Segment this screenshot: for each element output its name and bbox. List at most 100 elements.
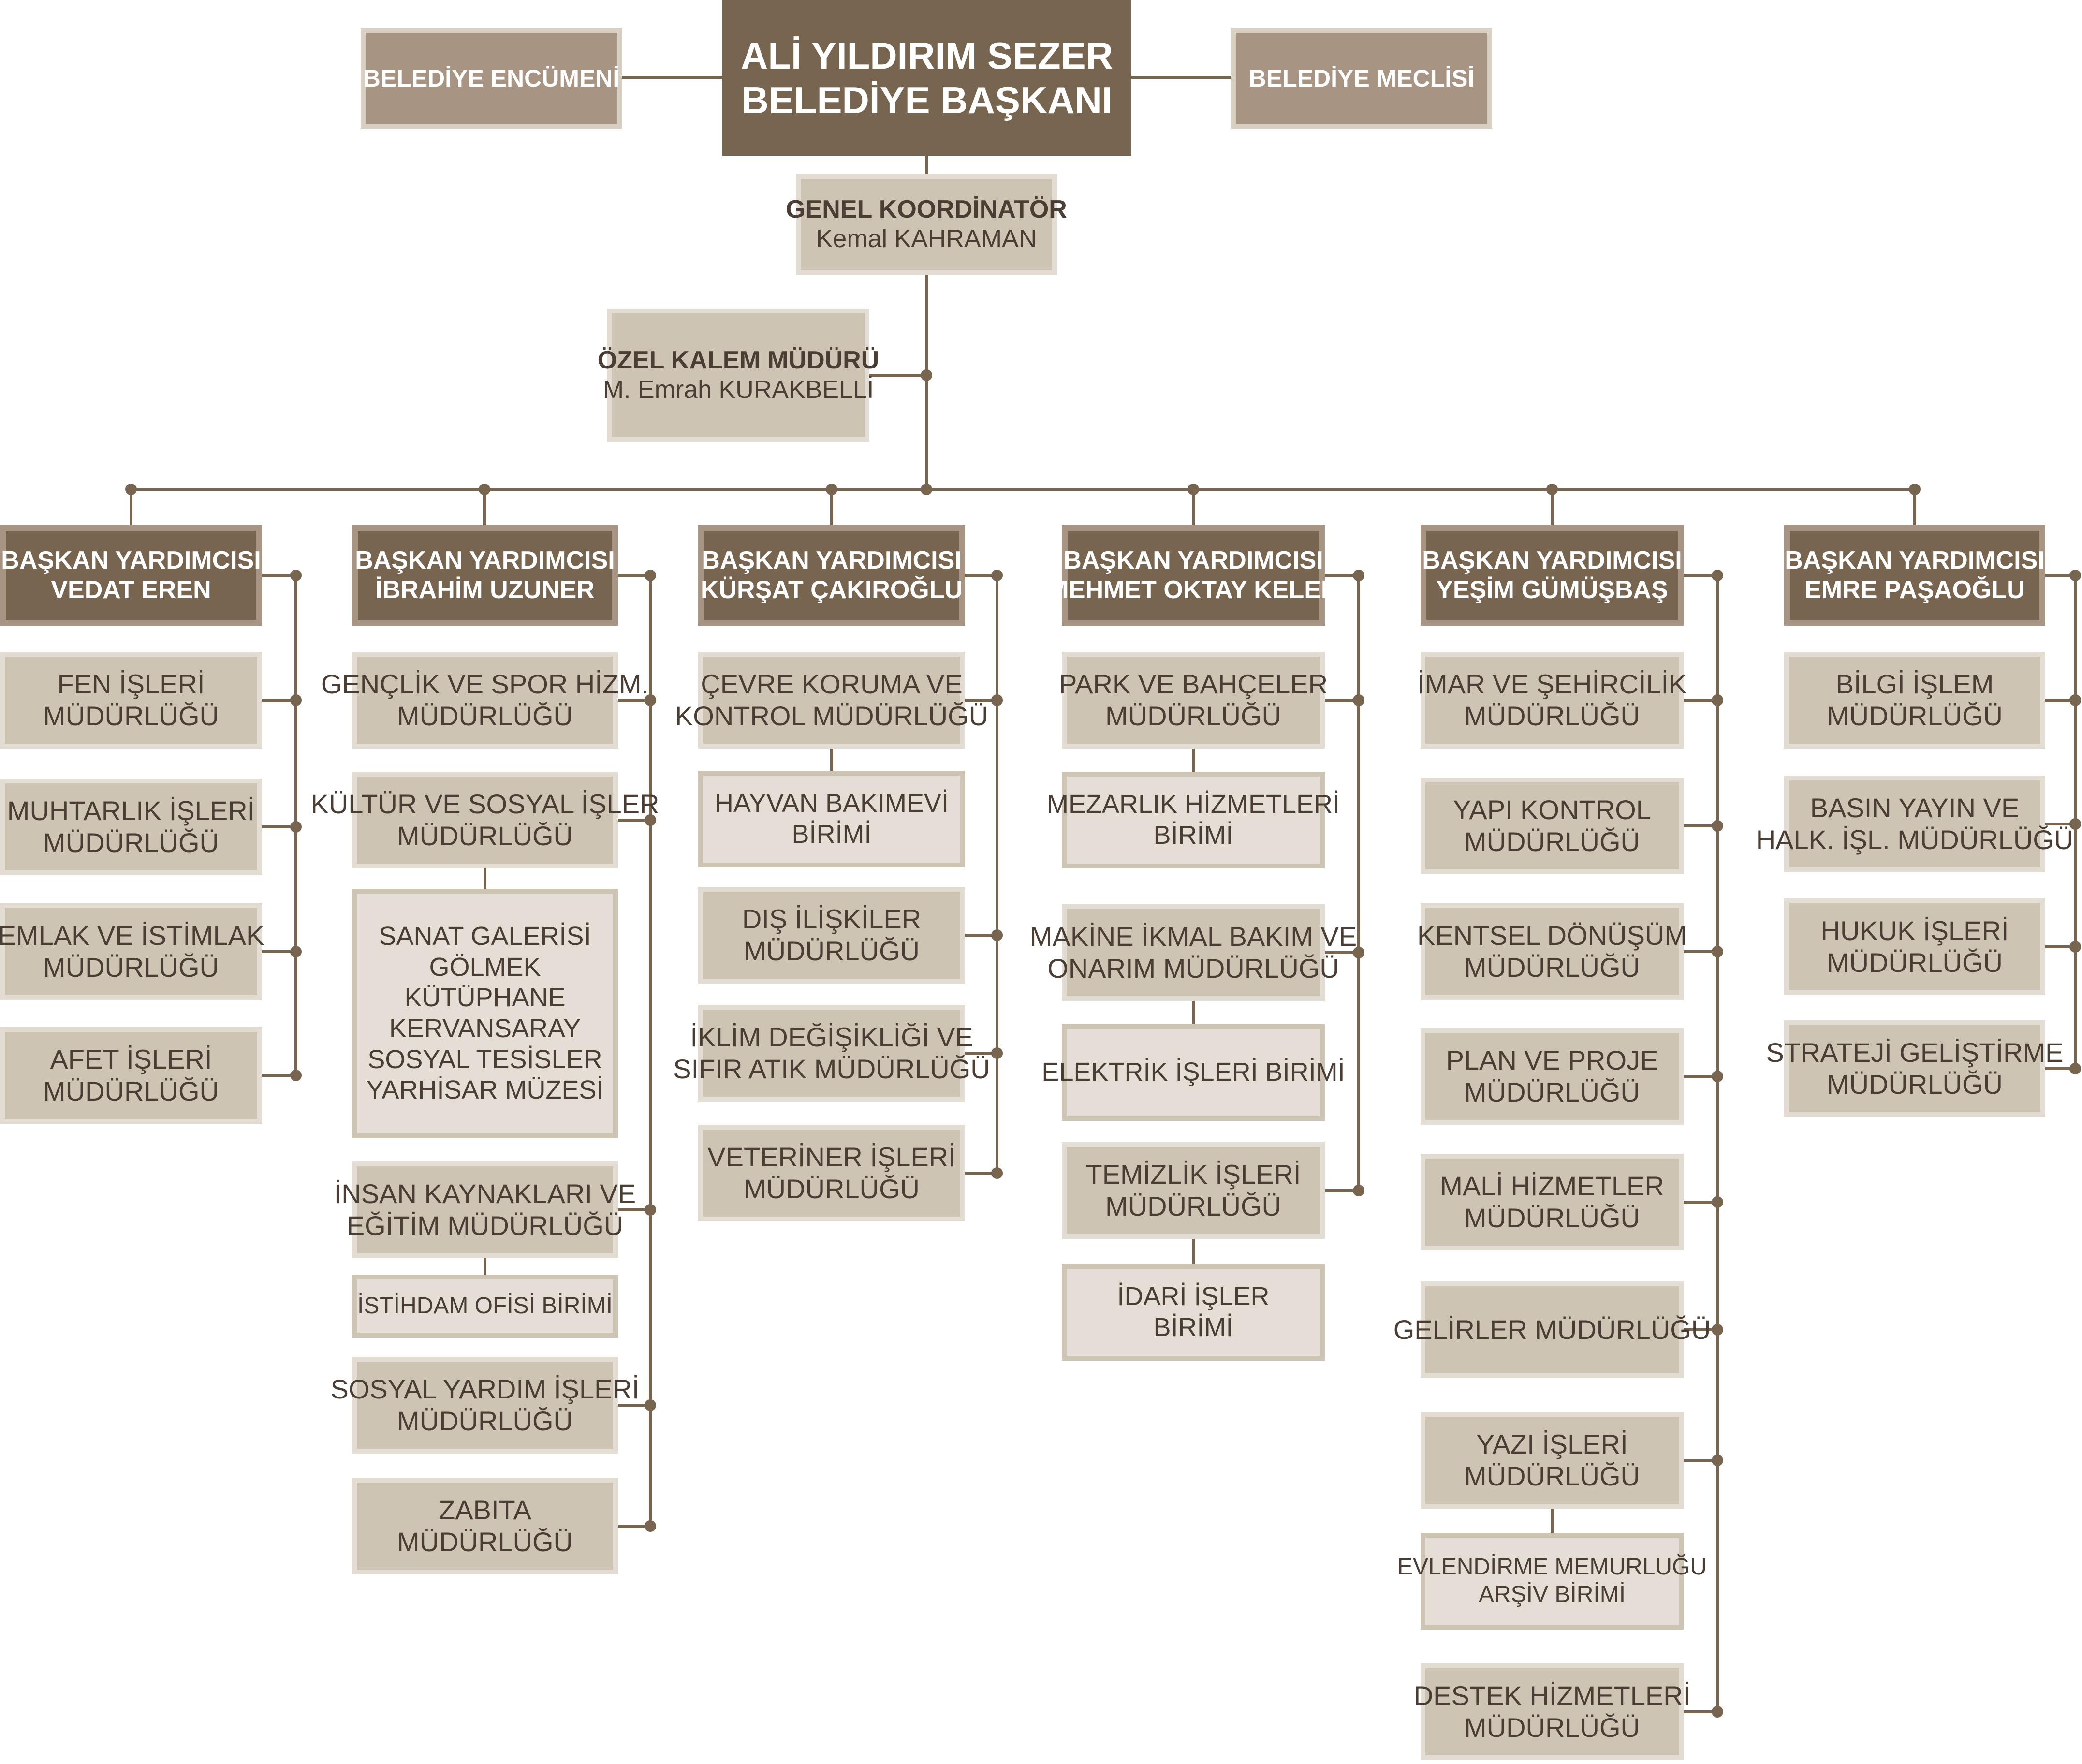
unit-label-line: DIŞ İLİŞKİLER <box>742 903 922 934</box>
deputy-mayor-name: VEDAT EREN <box>51 576 211 604</box>
deputy-mayor-title: BAŞKAN YARDIMCISI <box>1422 546 1682 574</box>
unit-label-line: DESTEK HİZMETLERİ <box>1413 1680 1691 1711</box>
general-coordinator-box: GENEL KOORDİNATÖR Kemal KAHRAMAN <box>786 174 1067 275</box>
unit-label-line: ELEKTRİK İŞLERİ BİRİMİ <box>1041 1058 1345 1087</box>
unit-label-line: MÜDÜRLÜĞÜ <box>43 827 219 858</box>
unit-box: İSTİHDAM OFİSİ BİRİMİ <box>352 1275 618 1338</box>
connector-dot <box>826 484 837 495</box>
unit-label-line: MÜDÜRLÜĞÜ <box>1827 701 2003 731</box>
deputy-mayor-name: KÜRŞAT ÇAKIROĞLU <box>700 576 963 604</box>
unit-label-line: KÜTÜPHANE <box>404 983 566 1013</box>
council-committee-box: BELEDİYE ENCÜMENİ <box>361 28 622 129</box>
unit-box: ELEKTRİK İŞLERİ BİRİMİ <box>1041 1024 1345 1121</box>
private-office-title: ÖZEL KALEM MÜDÜRÜ <box>597 346 880 374</box>
unit-label-line: GELİRLER MÜDÜRLÜĞÜ <box>1393 1314 1711 1345</box>
unit-label-line: AFET İŞLERİ <box>50 1044 212 1074</box>
unit-label-line: MÜDÜRLÜĞÜ <box>1105 1191 1281 1221</box>
deputy-mayor-name: EMRE PAŞAOĞLU <box>1804 576 2025 604</box>
unit-label-line: MÜDÜRLÜĞÜ <box>397 1406 573 1436</box>
unit-label-line: ARŞİV BİRİMİ <box>1478 1582 1626 1607</box>
unit-label-line: SOSYAL TESİSLER <box>367 1044 602 1074</box>
unit-label-line: KONTROL MÜDÜRLÜĞÜ <box>674 701 989 731</box>
unit-label-line: MÜDÜRLÜĞÜ <box>1464 826 1640 857</box>
private-office-box: ÖZEL KALEM MÜDÜRÜ M. Emrah KURAKBELLİ <box>598 309 879 442</box>
unit-label-line: MÜDÜRLÜĞÜ <box>1464 701 1640 731</box>
unit-label-line: EVLENDİRME MEMURLUĞU <box>1397 1554 1707 1580</box>
unit-label-line: MÜDÜRLÜĞÜ <box>1105 701 1281 731</box>
deputy-mayor-title: BAŞKAN YARDIMCISI <box>1785 546 2045 574</box>
unit-label-line: MÜDÜRLÜĞÜ <box>43 952 219 983</box>
unit-label-line: YAZI İŞLERİ <box>1476 1428 1628 1459</box>
unit-label-line: İSTİHDAM OFİSİ BİRİMİ <box>357 1293 613 1319</box>
connector-dot <box>921 369 932 381</box>
deputy-mayor-title: BAŞKAN YARDIMCISI <box>1063 546 1323 574</box>
unit-label-line: MUHTARLIK İŞLERİ <box>7 795 255 826</box>
unit-label-line: PLAN VE PROJE <box>1446 1044 1658 1075</box>
unit-label-line: SIFIR ATIK MÜDÜRLÜĞÜ <box>673 1054 990 1084</box>
unit-label-line: EMLAK VE İSTİMLAK <box>0 920 264 951</box>
connector-dot <box>1909 484 1921 495</box>
unit-label-line: TEMİZLİK İŞLERİ <box>1085 1159 1301 1190</box>
unit-label-line: SANAT GALERİSİ <box>379 921 591 951</box>
unit-label-line: KÜLTÜR VE SOSYAL İŞLER <box>310 788 660 819</box>
mayor-box: ALİ YILDIRIM SEZER BELEDİYE BAŞKANI <box>722 0 1131 156</box>
connector-dot <box>479 484 490 495</box>
unit-label-line: ÇEVRE KORUMA VE <box>701 668 963 699</box>
unit-label-line: İDARİ İŞLER <box>1117 1282 1270 1311</box>
deputy-mayor-title: BAŞKAN YARDIMCISI <box>355 546 615 574</box>
municipal-council-box: BELEDİYE MECLİSİ <box>1231 28 1492 129</box>
unit-label-line: GÖLMEK <box>429 952 541 982</box>
unit-label-line: MÜDÜRLÜĞÜ <box>397 701 573 731</box>
unit-label-line: BASIN YAYIN VE <box>1810 792 2020 823</box>
unit-label-line: FEN İŞLERİ <box>57 668 205 699</box>
connector-dot <box>921 484 932 495</box>
deputy-mayor-title: BAŞKAN YARDIMCISI <box>1 546 261 574</box>
unit-label-line: MEZARLIK HİZMETLERİ <box>1046 790 1340 819</box>
unit-label-line: KENTSEL DÖNÜŞÜM <box>1417 920 1687 951</box>
unit-label-line: BİRİMİ <box>1153 821 1233 850</box>
connector-dot <box>125 484 137 495</box>
deputy-mayor-name: İBRAHİM UZUNER <box>375 576 595 604</box>
mayor-name: ALİ YILDIRIM SEZER <box>741 34 1113 77</box>
connector-dot <box>1188 484 1199 495</box>
unit-label-line: MÜDÜRLÜĞÜ <box>744 936 920 966</box>
general-coordinator-title: GENEL KOORDİNATÖR <box>786 195 1067 223</box>
unit-label-line: HAYVAN BAKIMEVİ <box>714 789 949 818</box>
deputy-mayor-title: BAŞKAN YARDIMCISI <box>702 546 962 574</box>
unit-label-line: BİLGİ İŞLEM <box>1835 668 1994 699</box>
unit-label-line: MÜDÜRLÜĞÜ <box>43 1076 219 1106</box>
unit-label-line: MÜDÜRLÜĞÜ <box>397 1527 573 1557</box>
unit-label-line: MÜDÜRLÜĞÜ <box>1464 1077 1640 1107</box>
unit-label-line: BİRİMİ <box>1153 1313 1233 1342</box>
unit-label-line: HALK. İŞL. MÜDÜRLÜĞÜ <box>1756 824 2074 855</box>
